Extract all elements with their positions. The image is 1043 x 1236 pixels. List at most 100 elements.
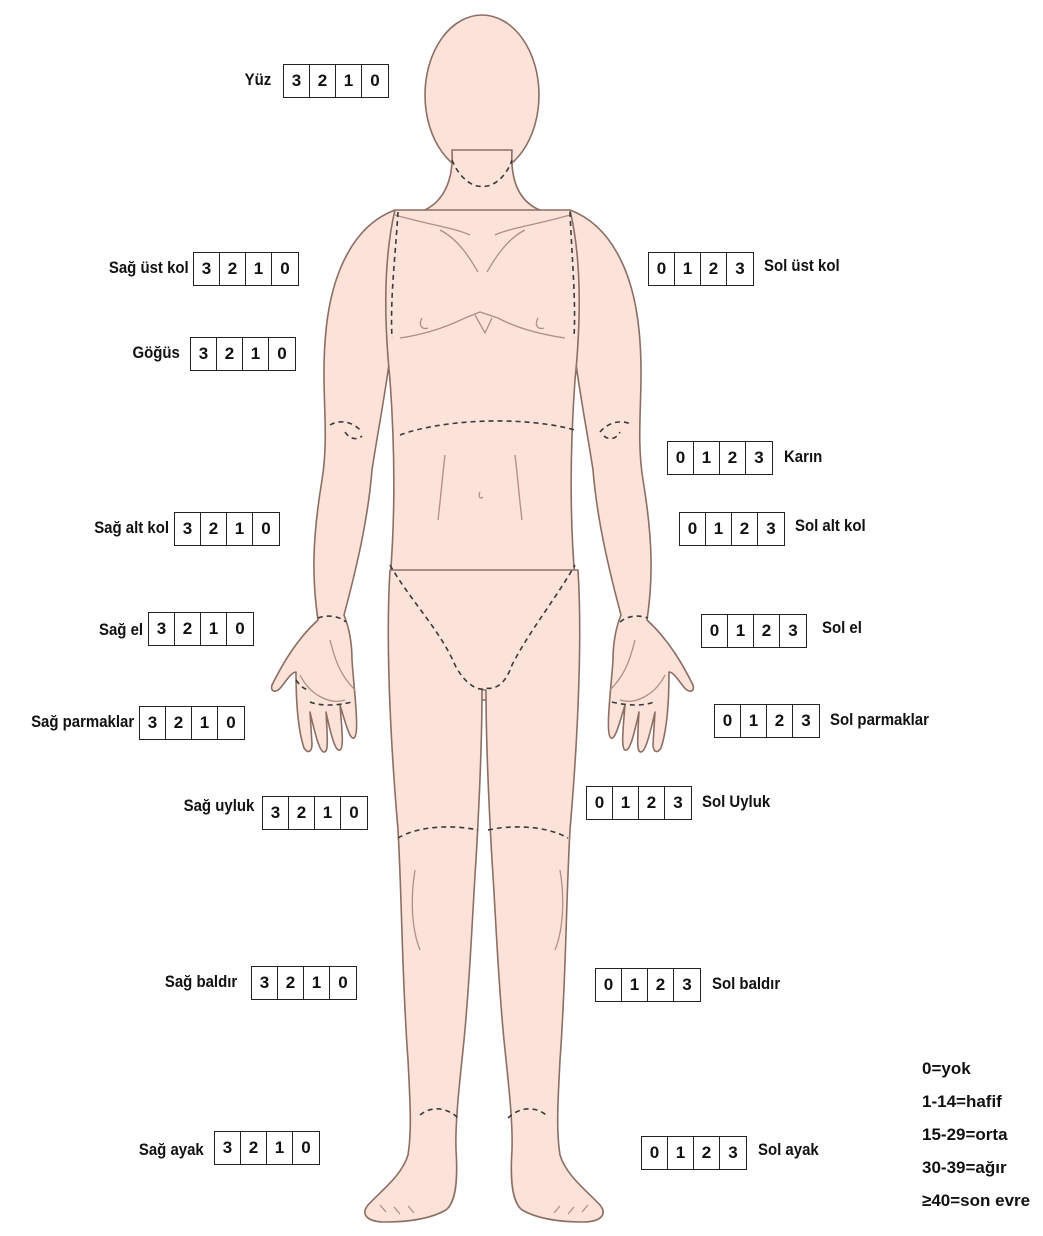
score-cell[interactable]: 2 (701, 253, 727, 285)
score-cell[interactable]: 0 (668, 442, 694, 474)
legend-item: ≥40=son evre (922, 1184, 1030, 1217)
score-cell[interactable]: 2 (201, 513, 227, 545)
region-label-sol-baldir: Sol baldır (712, 974, 780, 994)
score-box-sol-alt-kol[interactable]: 0 1 2 3 (679, 512, 785, 546)
region-label-sol-parmaklar: Sol parmaklar (830, 710, 929, 730)
legend-item: 0=yok (922, 1052, 1030, 1085)
score-cell[interactable]: 1 (243, 338, 269, 370)
score-cell[interactable]: 3 (780, 615, 806, 647)
score-cell[interactable]: 2 (754, 615, 780, 647)
score-cell[interactable]: 3 (252, 967, 278, 999)
score-box-sag-baldir[interactable]: 3 2 1 0 (251, 966, 357, 1000)
score-cell[interactable]: 3 (140, 707, 166, 739)
score-cell[interactable]: 3 (674, 969, 700, 1001)
score-cell[interactable]: 3 (263, 797, 289, 829)
region-label-yuz: Yüz (244, 70, 271, 90)
score-cell[interactable]: 2 (166, 707, 192, 739)
score-box-sag-ayak[interactable]: 3 2 1 0 (214, 1131, 320, 1165)
score-box-sag-el[interactable]: 3 2 1 0 (148, 612, 254, 646)
score-cell[interactable]: 3 (720, 1137, 746, 1169)
legend-item: 15-29=orta (922, 1118, 1030, 1151)
score-box-sol-el[interactable]: 0 1 2 3 (701, 614, 807, 648)
score-box-sag-uyluk[interactable]: 3 2 1 0 (262, 796, 368, 830)
score-cell[interactable]: 3 (191, 338, 217, 370)
score-cell[interactable]: 0 (362, 65, 388, 97)
score-cell[interactable]: 0 (253, 513, 279, 545)
score-box-sol-ayak[interactable]: 0 1 2 3 (641, 1136, 747, 1170)
score-cell[interactable]: 1 (267, 1132, 293, 1164)
score-cell[interactable]: 2 (217, 338, 243, 370)
region-label-sag-alt-kol: Sağ alt kol (94, 518, 169, 538)
score-cell[interactable]: 0 (649, 253, 675, 285)
score-cell[interactable]: 3 (194, 253, 220, 285)
score-cell[interactable]: 3 (284, 65, 310, 97)
score-cell[interactable]: 2 (220, 253, 246, 285)
score-cell[interactable]: 2 (767, 705, 793, 737)
score-cell[interactable]: 1 (304, 967, 330, 999)
score-cell[interactable]: 2 (648, 969, 674, 1001)
score-box-karin[interactable]: 0 1 2 3 (667, 441, 773, 475)
score-cell[interactable]: 1 (227, 513, 253, 545)
score-cell[interactable]: 1 (315, 797, 341, 829)
score-cell[interactable]: 2 (639, 787, 665, 819)
score-cell[interactable]: 2 (175, 613, 201, 645)
region-label-sag-baldir: Sağ baldır (165, 972, 237, 992)
score-cell[interactable]: 0 (293, 1132, 319, 1164)
score-cell[interactable]: 0 (642, 1137, 668, 1169)
score-box-sag-parmaklar[interactable]: 3 2 1 0 (139, 706, 245, 740)
score-cell[interactable]: 1 (668, 1137, 694, 1169)
score-cell[interactable]: 1 (192, 707, 218, 739)
score-cell[interactable]: 1 (675, 253, 701, 285)
score-cell[interactable]: 1 (246, 253, 272, 285)
region-label-sol-ayak: Sol ayak (758, 1140, 819, 1160)
region-label-sol-uyluk: Sol Uyluk (702, 792, 770, 812)
score-cell[interactable]: 1 (336, 65, 362, 97)
score-box-sag-alt-kol[interactable]: 3 2 1 0 (174, 512, 280, 546)
score-cell[interactable]: 1 (728, 615, 754, 647)
score-cell[interactable]: 3 (793, 705, 819, 737)
region-label-sol-alt-kol: Sol alt kol (795, 516, 866, 536)
score-box-sol-parmaklar[interactable]: 0 1 2 3 (714, 704, 820, 738)
score-cell[interactable]: 3 (149, 613, 175, 645)
score-cell[interactable]: 2 (732, 513, 758, 545)
region-label-sol-el: Sol el (822, 618, 862, 638)
score-cell[interactable]: 0 (269, 338, 295, 370)
region-label-sag-parmaklar: Sağ parmaklar (31, 712, 134, 732)
score-cell[interactable]: 0 (596, 969, 622, 1001)
score-cell[interactable]: 0 (702, 615, 728, 647)
score-cell[interactable]: 0 (272, 253, 298, 285)
region-label-sag-ayak: Sağ ayak (139, 1140, 204, 1160)
score-cell[interactable]: 2 (241, 1132, 267, 1164)
score-cell[interactable]: 2 (278, 967, 304, 999)
score-cell[interactable]: 0 (330, 967, 356, 999)
score-cell[interactable]: 1 (613, 787, 639, 819)
score-box-yuz[interactable]: 3 2 1 0 (283, 64, 389, 98)
score-cell[interactable]: 2 (694, 1137, 720, 1169)
score-cell[interactable]: 1 (694, 442, 720, 474)
score-box-sol-baldir[interactable]: 0 1 2 3 (595, 968, 701, 1002)
score-cell[interactable]: 0 (341, 797, 367, 829)
score-cell[interactable]: 2 (289, 797, 315, 829)
score-cell[interactable]: 2 (310, 65, 336, 97)
score-box-sol-ust-kol[interactable]: 0 1 2 3 (648, 252, 754, 286)
score-cell[interactable]: 3 (727, 253, 753, 285)
score-cell[interactable]: 3 (665, 787, 691, 819)
score-cell[interactable]: 0 (218, 707, 244, 739)
score-cell[interactable]: 0 (680, 513, 706, 545)
score-cell[interactable]: 3 (746, 442, 772, 474)
score-cell[interactable]: 1 (741, 705, 767, 737)
score-box-gogus[interactable]: 3 2 1 0 (190, 337, 296, 371)
score-box-sol-uyluk[interactable]: 0 1 2 3 (586, 786, 692, 820)
score-cell[interactable]: 1 (706, 513, 732, 545)
score-cell[interactable]: 2 (720, 442, 746, 474)
score-cell[interactable]: 0 (715, 705, 741, 737)
score-cell[interactable]: 0 (227, 613, 253, 645)
score-cell[interactable]: 1 (201, 613, 227, 645)
score-cell[interactable]: 3 (758, 513, 784, 545)
score-cell[interactable]: 1 (622, 969, 648, 1001)
score-cell[interactable]: 3 (175, 513, 201, 545)
score-cell[interactable]: 0 (587, 787, 613, 819)
score-box-sag-ust-kol[interactable]: 3 2 1 0 (193, 252, 299, 286)
score-cell[interactable]: 3 (215, 1132, 241, 1164)
region-label-sag-ust-kol: Sağ üst kol (109, 258, 189, 278)
